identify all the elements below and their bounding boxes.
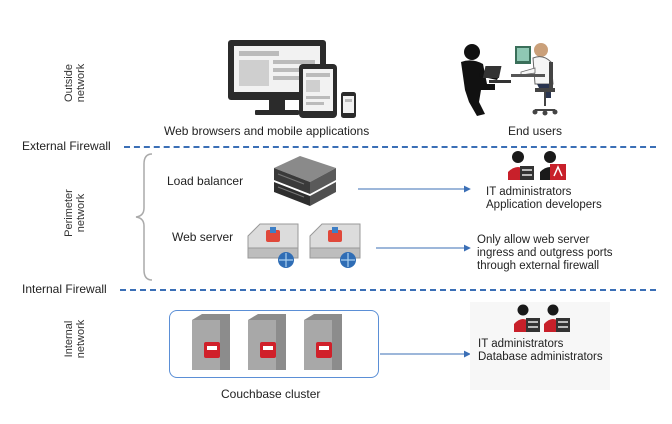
perimeter-note: Only allow web server ingress and outgre… [477,234,613,273]
cluster-label: Couchbase cluster [221,387,321,401]
internal-admins-illustration [514,304,570,332]
perimeter-admins-illustration [508,151,566,180]
end-users-illustration [461,43,558,116]
internal-firewall-label: Internal Firewall [22,282,107,296]
couchbase-server-icon [192,314,230,370]
web-servers-illustration [247,223,361,268]
user-at-desk-icon [511,43,558,116]
it-admin-icon [508,151,534,180]
internal-admin-line: IT administrators [478,338,564,350]
perimeter-admins-label: IT administrators Application developers [486,186,602,212]
couchbase-server-icon [304,314,342,370]
internal-firewall-line [120,289,656,291]
load-balancer-illustration [274,156,336,206]
cluster-servers-illustration [192,314,342,370]
perimeter-bracket [135,153,153,281]
perimeter-note-line: Only allow web server [477,234,590,246]
external-firewall-line [124,146,656,148]
web-server-icon [247,223,299,268]
web-server-label: Web server [172,230,234,244]
perimeter-note-line: ingress and outgress ports [477,247,613,259]
internal-admin-line: Database administrators [478,351,603,363]
internal-admins-label: IT administrators Database administrator… [478,338,603,364]
perimeter-admin-line: Application developers [486,199,602,211]
developer-icon [540,151,566,180]
couchbase-cluster-box [169,310,379,378]
internal-admins-panel [470,302,610,390]
couchbase-server-icon [248,314,286,370]
perimeter-note-line: through external firewall [477,260,600,272]
external-firewall-label: External Firewall [22,139,111,153]
web-server-icon [309,223,361,268]
load-balancer-icon [274,156,336,206]
perimeter-admin-line: IT administrators [486,186,572,198]
devices-label: Web browsers and mobile applications [164,124,370,138]
load-balancer-label: Load balancer [167,174,244,188]
database-admin-icon [544,304,570,332]
user-silhouette-icon [461,44,511,116]
end-users-label: End users [508,124,563,138]
it-admin-icon [514,304,540,332]
devices-illustration [228,40,356,118]
